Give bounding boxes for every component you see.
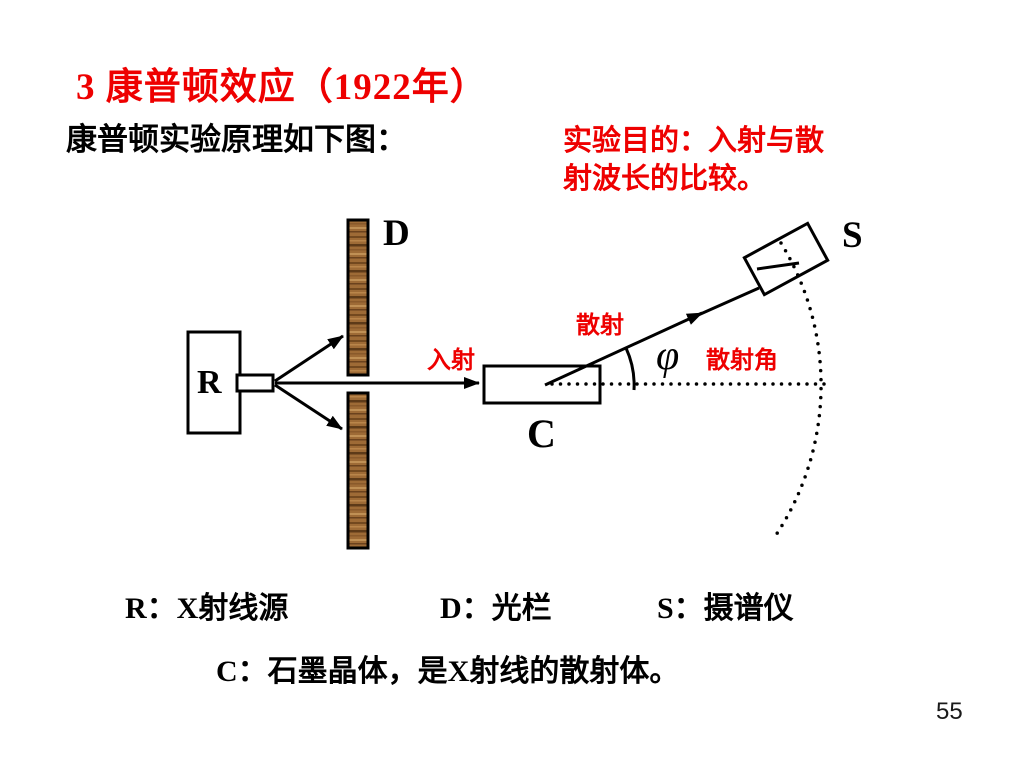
subtitle: 康普顿实验原理如下图： <box>66 122 407 157</box>
purpose-line-1: 实验目的：入射与散 <box>563 125 825 157</box>
experiment-purpose-note: 实验目的：入射与散 射波长的比较。 <box>563 122 893 198</box>
page-title: 3 康普顿效应（1922年） <box>76 67 488 108</box>
dotted-detector-arc <box>772 241 823 540</box>
ray-scattered-2 <box>695 286 760 318</box>
page-number: 55 <box>936 698 963 725</box>
incident-ray-label: 入射 <box>427 347 475 374</box>
ray-up <box>274 334 344 383</box>
spectrometer-box <box>742 221 830 297</box>
purpose-line-2: 射波长的比较。 <box>563 163 767 195</box>
crystal-letter: C <box>527 411 556 456</box>
crystal-box <box>482 364 602 405</box>
phi-angle-arc <box>624 347 636 391</box>
legend-crystal: C：石墨晶体，是X射线的散射体。 <box>216 655 680 688</box>
detector-letter: S <box>842 215 863 256</box>
legend-source: R：X射线源 <box>125 592 289 625</box>
slit-letter: D <box>383 213 410 254</box>
slit-bar-top <box>346 218 370 377</box>
source-letter: R <box>197 364 222 401</box>
ray-scattered-1 <box>544 311 703 387</box>
scattered-ray-label: 散射 <box>576 312 624 339</box>
ray-inside-spectrometer <box>756 261 800 271</box>
scattering-angle-label: 散射角 <box>706 347 778 374</box>
phi-angle-symbol: φ <box>656 333 680 379</box>
legend-detector: S：摄谱仪 <box>657 592 794 625</box>
legend-slit: D：光栏 <box>440 592 552 625</box>
xray-source-box <box>186 330 275 435</box>
slit-bar-bottom <box>346 391 370 550</box>
ray-down <box>274 383 343 431</box>
xray-source-nozzle <box>235 373 275 393</box>
